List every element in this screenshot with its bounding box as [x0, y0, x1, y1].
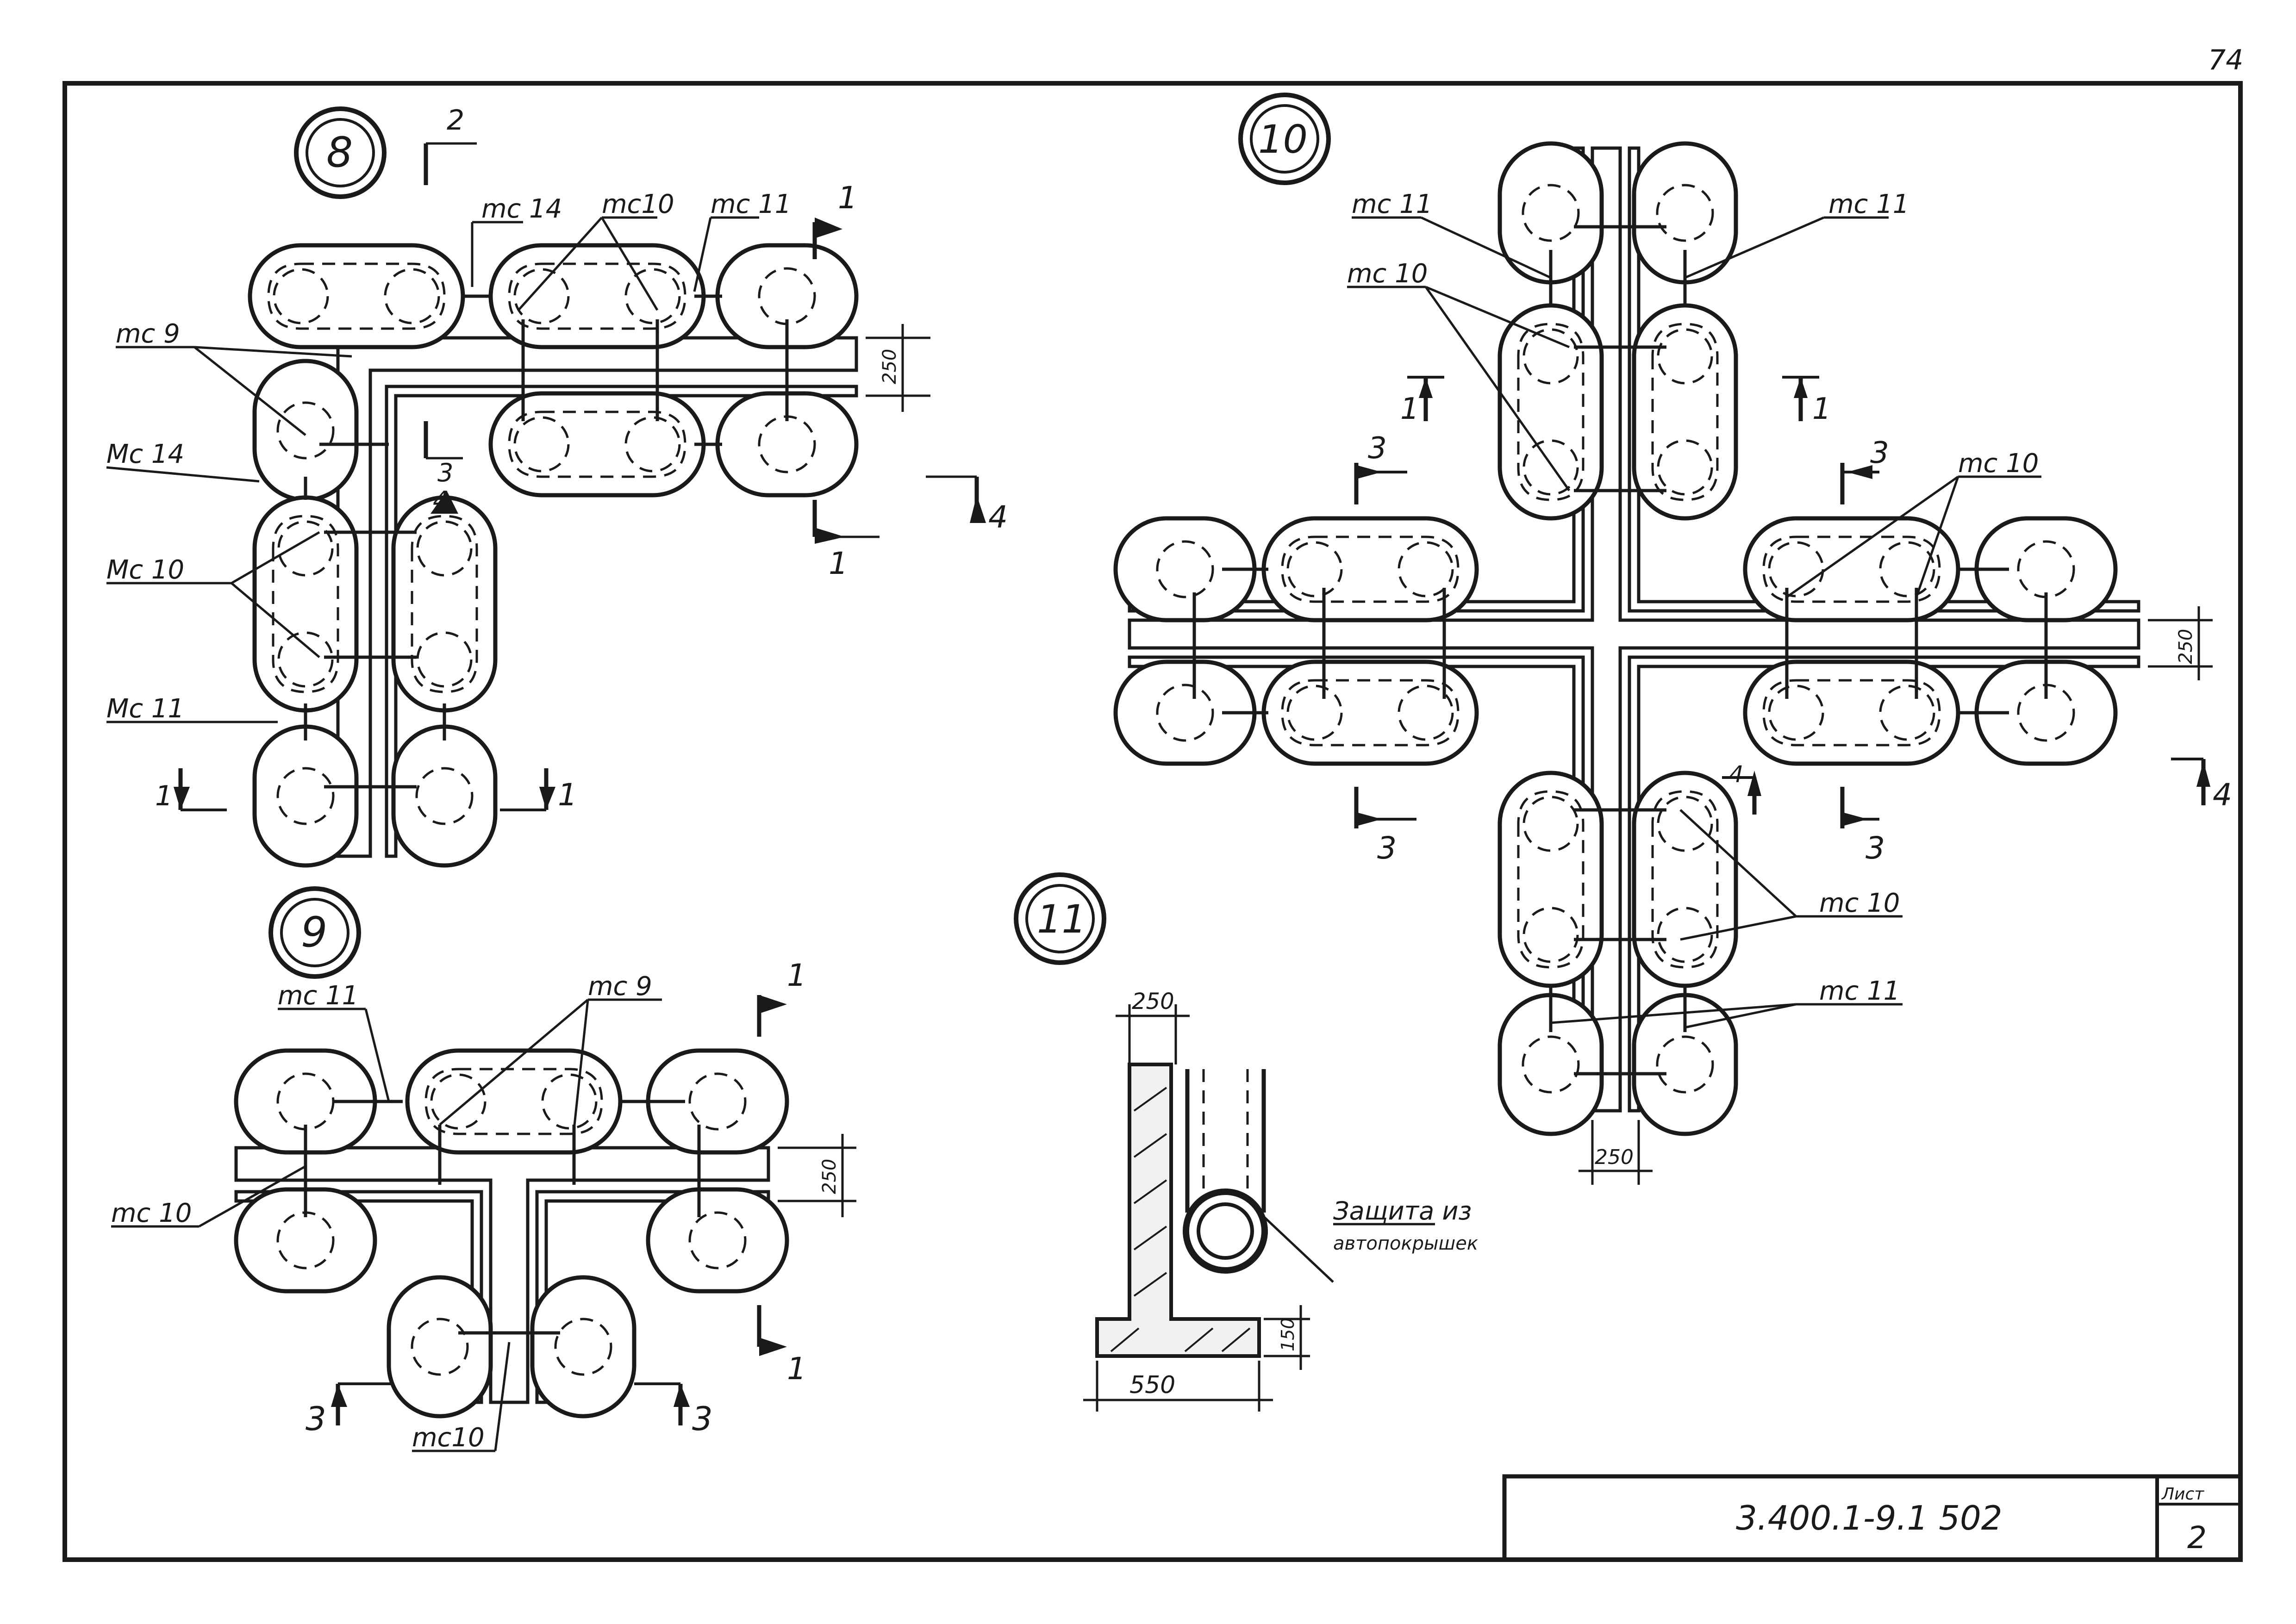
section-mark-3-bl: 3	[1354, 787, 1416, 866]
section-mark-4a: 4	[430, 486, 458, 515]
section-mark-1-r: 1	[1782, 376, 1831, 426]
dim-250-bottom: 250	[1595, 1145, 1634, 1169]
section-mark-3: 3	[424, 421, 463, 487]
label-mc11-tr: mc 11	[1828, 189, 1909, 219]
label-mc9: mc 9	[116, 319, 180, 349]
label-mc9: mc 9	[588, 971, 652, 1002]
detail-9-badge	[268, 886, 361, 979]
svg-text:3: 3	[1368, 431, 1387, 466]
svg-text:3: 3	[1870, 436, 1889, 470]
svg-text:4: 4	[1729, 761, 1744, 788]
protection-note-1: Защита из	[1333, 1196, 1472, 1226]
svg-text:1: 1	[155, 780, 173, 812]
svg-text:4: 4	[433, 486, 449, 515]
svg-text:3: 3	[1377, 830, 1397, 866]
label-mc10-r: mc 10	[1958, 448, 2039, 479]
svg-text:4: 4	[988, 499, 1008, 535]
dim-bottom: 550	[1129, 1371, 1175, 1399]
doc-code: 3.400.1-9.1 502	[1736, 1499, 2003, 1537]
svg-text:2: 2	[447, 104, 464, 137]
label-mc11-br: mc 11	[1819, 976, 1900, 1006]
svg-text:1: 1	[829, 546, 848, 581]
label-mc14-top: mc 14	[481, 194, 562, 224]
detail-9: 9 mc 11 mc 9 mc 10 mc1	[111, 886, 856, 1453]
section-mark-4-r: 4	[2171, 758, 2232, 813]
section-mark-1-bottom: 1	[757, 1305, 806, 1387]
detail-10: 10	[1116, 93, 2232, 1185]
detail-10-badge	[1238, 93, 1331, 185]
sheet-label: Лист	[2161, 1485, 2204, 1504]
detail-11-badge	[1014, 872, 1106, 965]
detail-8: 8	[106, 104, 1008, 865]
label-mc11-left: Mc 11	[106, 694, 184, 724]
label-mc10-left: Mc 10	[106, 555, 184, 585]
section-mark-2: 2	[424, 104, 477, 185]
section-mark-1-right: 1	[812, 500, 880, 581]
sheet-frame	[62, 81, 2243, 1562]
label-mc10-left: mc 10	[111, 1198, 192, 1228]
detail-10-number: 10	[1258, 117, 1308, 162]
section-mark-3-br: 3	[1840, 787, 1885, 866]
section-mark-4-c: 4	[1722, 761, 1761, 815]
label-mc11-tl: mc 11	[1352, 189, 1432, 219]
section-mark-1-br: 1	[500, 768, 577, 813]
svg-text:1: 1	[1400, 392, 1419, 426]
label-mc10-tl: mc 10	[1347, 259, 1428, 289]
label-mc11: mc 11	[278, 981, 358, 1011]
section-mark-3-right: 3	[634, 1382, 713, 1438]
label-mc10-br: mc 10	[1819, 888, 1900, 918]
detail-8-badge	[294, 106, 387, 199]
dim-250: 250	[879, 349, 900, 384]
section-mark-3-tr: 3	[1840, 436, 1889, 504]
label-mc10-top: mc10	[602, 189, 674, 219]
detail-11-number: 11	[1037, 896, 1086, 942]
svg-text:1: 1	[787, 1351, 806, 1387]
svg-text:1: 1	[558, 777, 577, 813]
protection-note-2: автопокрышек	[1333, 1233, 1478, 1254]
svg-text:4: 4	[2213, 777, 2232, 813]
dim-250: 250	[819, 1159, 840, 1194]
detail-8-number: 8	[326, 128, 353, 177]
svg-text:3: 3	[1866, 830, 1885, 866]
svg-text:1: 1	[838, 180, 857, 216]
title-block: 3.400.1-9.1 502 Лист 2	[1502, 1474, 2243, 1562]
svg-text:1: 1	[1812, 392, 1831, 426]
page-number: 74	[2208, 44, 2243, 76]
svg-text:3: 3	[437, 458, 453, 487]
dim-250-right: 250	[2175, 629, 2196, 664]
section-mark-1-top: 1	[757, 958, 806, 1037]
svg-text:3: 3	[692, 1400, 713, 1438]
label-mc11-top: mc 11	[711, 189, 791, 219]
sheet-number: 2	[2187, 1520, 2207, 1556]
detail-11: 11	[1014, 872, 1478, 1412]
label-mc10-bottom: mc10	[412, 1423, 485, 1453]
section-mark-1-top: 1	[812, 180, 857, 259]
section-mark-1-bl: 1	[155, 768, 227, 812]
section-mark-4b: 4	[926, 475, 1008, 535]
svg-text:1: 1	[787, 958, 806, 993]
dim-side: 150	[1278, 1318, 1298, 1351]
label-mc14-left: Mc 14	[106, 439, 184, 469]
detail-9-number: 9	[301, 908, 327, 957]
section-mark-3-tl: 3	[1354, 431, 1407, 504]
section-mark-3-left: 3	[306, 1382, 393, 1438]
dim-top: 250	[1132, 989, 1174, 1014]
section-mark-1-l: 1	[1400, 376, 1444, 426]
svg-text:3: 3	[306, 1400, 326, 1438]
